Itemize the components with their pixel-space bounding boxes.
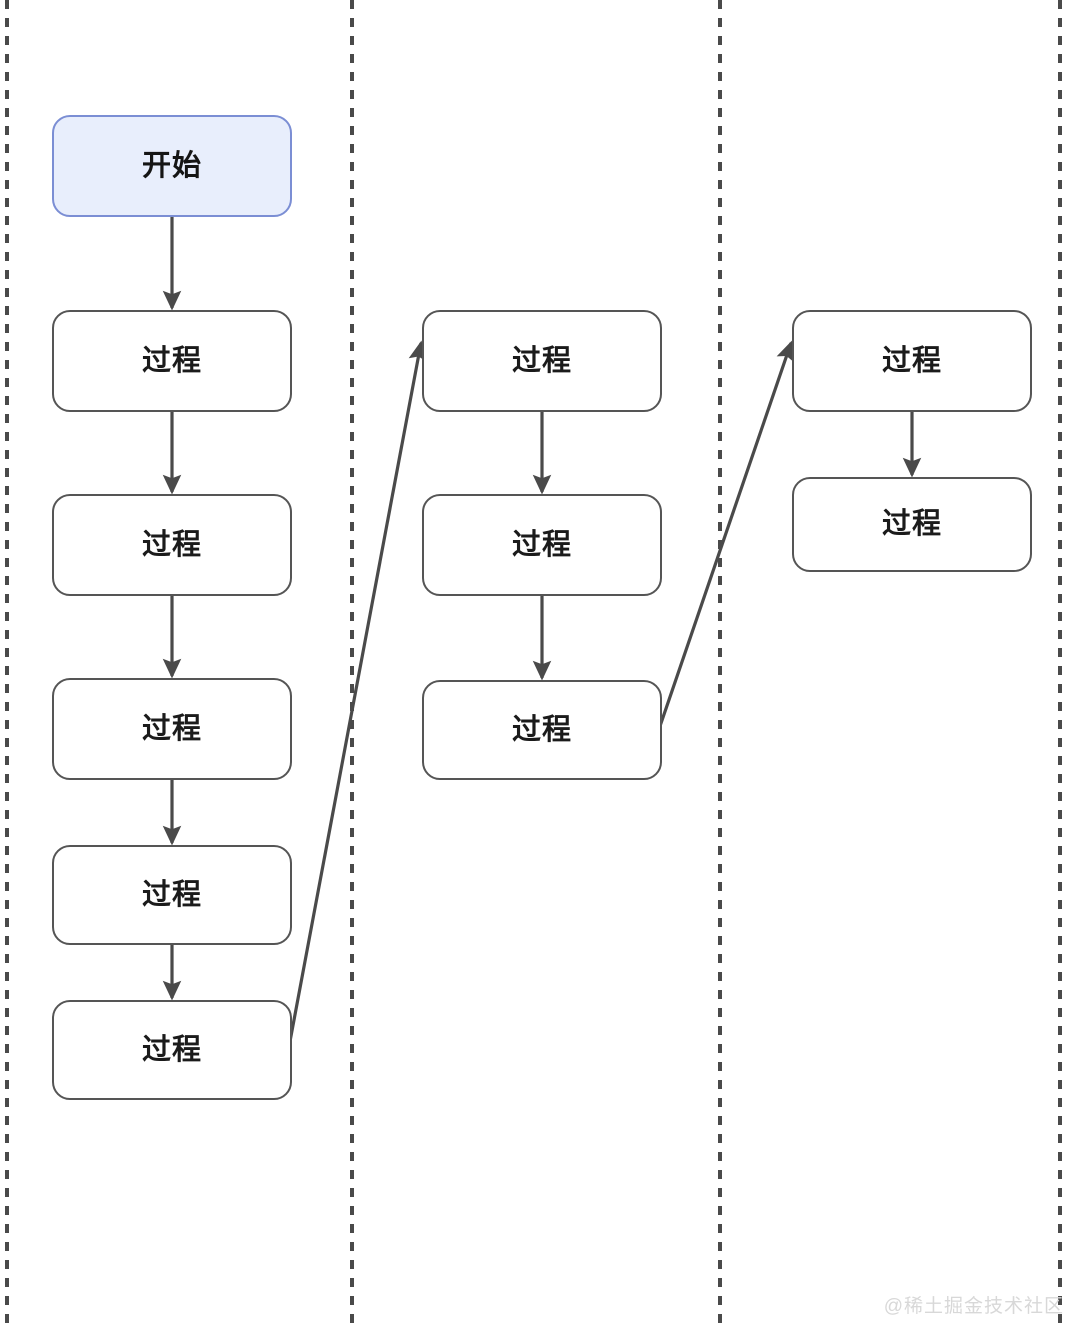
edge-n6-to-n7 <box>286 340 427 1053</box>
node-label: 过程 <box>511 344 572 377</box>
node-n4-process[interactable]: 过程 <box>52 678 292 780</box>
node-n9-process[interactable]: 过程 <box>422 680 662 780</box>
node-label: 开始 <box>141 149 202 182</box>
divider-right <box>1058 0 1062 1332</box>
node-n10-process[interactable]: 过程 <box>792 310 1032 412</box>
node-n1-start[interactable]: 开始 <box>52 115 292 217</box>
node-n5-process[interactable]: 过程 <box>52 845 292 945</box>
node-label: 过程 <box>511 528 572 561</box>
node-n8-process[interactable]: 过程 <box>422 494 662 596</box>
node-label: 过程 <box>141 712 202 745</box>
node-n2-process[interactable]: 过程 <box>52 310 292 412</box>
node-n3-process[interactable]: 过程 <box>52 494 292 596</box>
divider-2-3 <box>718 0 722 1332</box>
node-n7-process[interactable]: 过程 <box>422 310 662 412</box>
node-n6-process[interactable]: 过程 <box>52 1000 292 1100</box>
divider-left <box>5 0 9 1332</box>
watermark: @稀土掘金技术社区 <box>883 1296 1064 1317</box>
node-label: 过程 <box>141 878 202 911</box>
node-label: 过程 <box>141 1033 202 1066</box>
node-label: 过程 <box>141 344 202 377</box>
edge-n9-to-n10 <box>656 340 795 733</box>
node-n11-process[interactable]: 过程 <box>792 477 1032 572</box>
divider-1-2 <box>350 0 354 1332</box>
node-label: 过程 <box>141 528 202 561</box>
node-label: 过程 <box>881 344 942 377</box>
node-label: 过程 <box>511 713 572 746</box>
node-label: 过程 <box>881 508 942 540</box>
